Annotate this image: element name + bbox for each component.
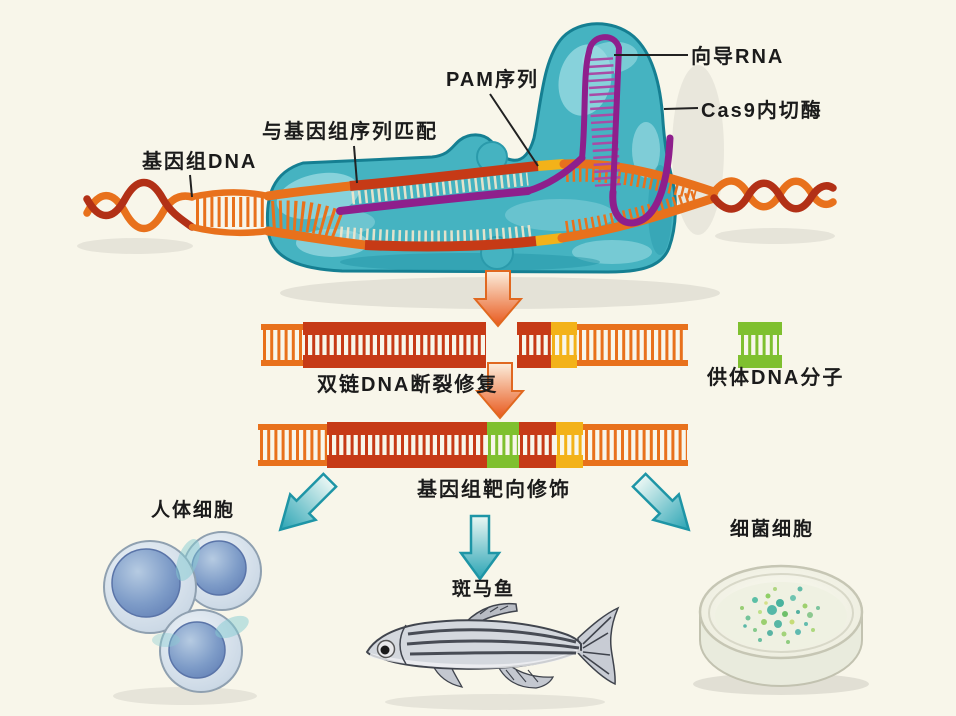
repaired-dna <box>258 422 688 468</box>
label-genomic-dna: 基因组DNA <box>142 151 258 173</box>
zebrafish-illustration <box>365 602 620 689</box>
donor-dna-molecule <box>738 322 782 368</box>
label-cas9-endonuclease: Cas9内切酶 <box>701 100 823 122</box>
label-pam-sequence: PAM序列 <box>446 69 539 91</box>
bacterial-colonies <box>740 586 820 644</box>
arrow-to-zebrafish <box>458 514 502 582</box>
label-bacteria: 细菌细胞 <box>730 519 815 540</box>
down-arrow-2 <box>474 362 526 420</box>
human-cells-illustration <box>103 531 262 693</box>
label-dsb-repair: 双链DNA断裂修复 <box>317 374 499 396</box>
label-human-cells: 人体细胞 <box>151 500 236 521</box>
arrow-to-human-cells <box>278 472 338 532</box>
pointer-lines <box>189 54 699 198</box>
genomic-dna-strands <box>83 159 837 252</box>
petri-dish-illustration <box>698 564 864 687</box>
label-guide-rna: 向导RNA <box>691 46 785 68</box>
label-zebrafish: 斑马鱼 <box>452 579 516 600</box>
guide-rna-strand <box>524 34 674 227</box>
broken-dna <box>261 322 688 368</box>
label-match-sequence: 与基因组序列匹配 <box>262 121 438 143</box>
arrow-to-bacteria <box>631 472 691 532</box>
label-donor-dna: 供体DNA分子 <box>707 367 845 389</box>
label-genome-modification: 基因组靶向修饰 <box>417 479 571 501</box>
down-arrow-1 <box>472 270 524 328</box>
